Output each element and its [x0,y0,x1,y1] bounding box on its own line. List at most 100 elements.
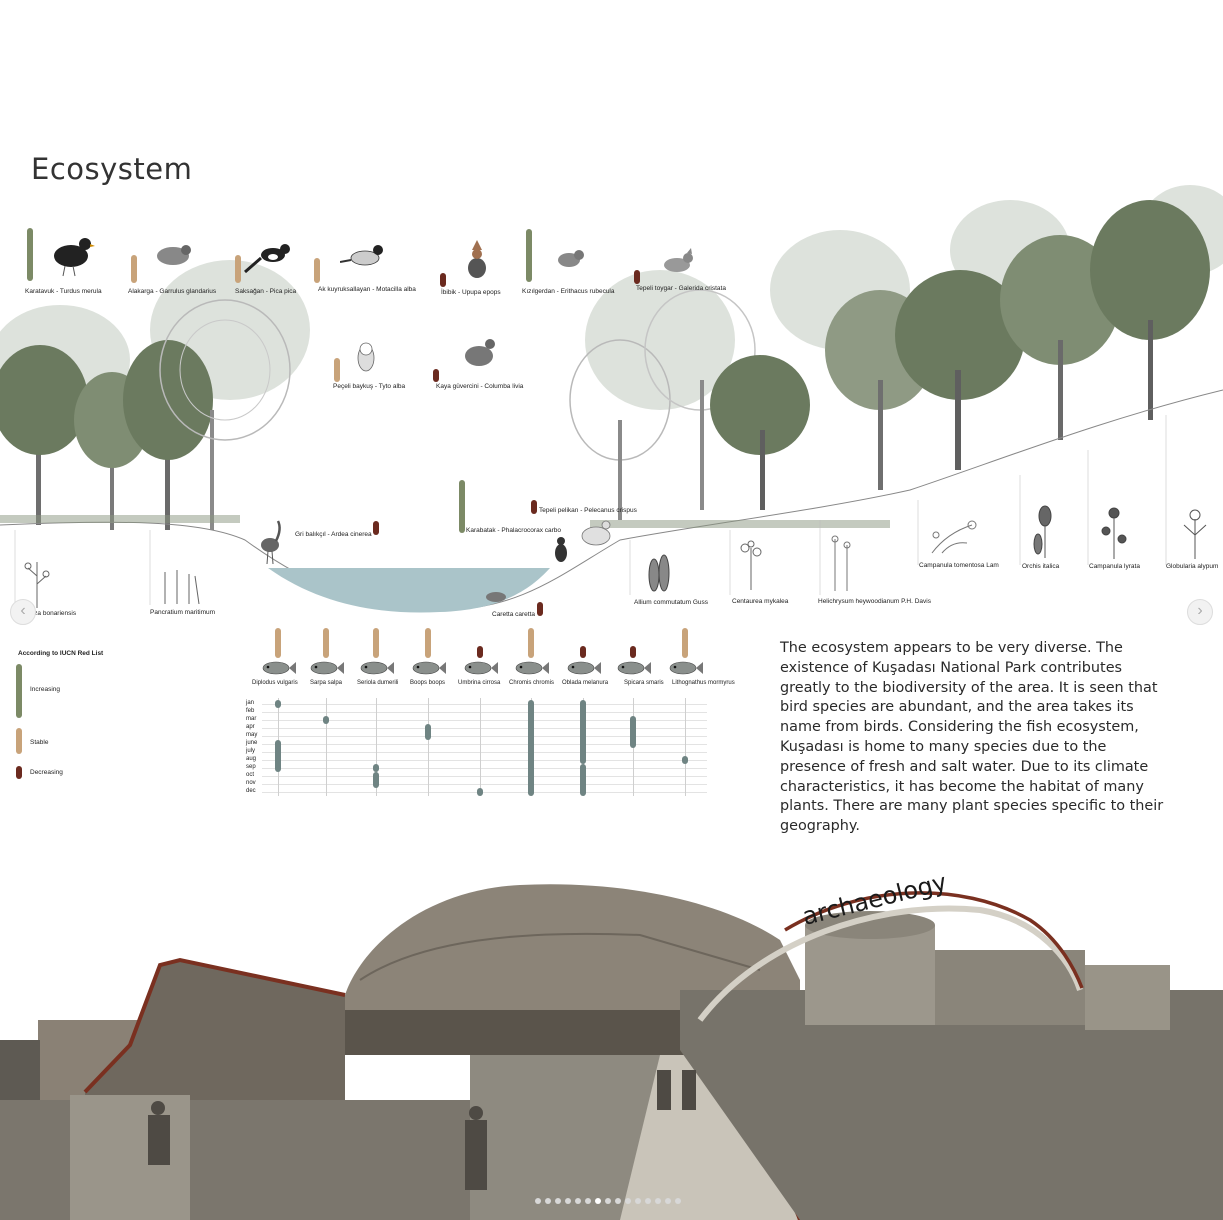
month-label: nov [246,780,256,786]
carousel-dot[interactable] [655,1198,661,1204]
fish-status-bar [323,628,329,658]
bird-status-bar [314,258,320,283]
fish-season-bar [275,700,281,708]
carousel-dot[interactable] [625,1198,631,1204]
plant-label: Orchis italica [1022,563,1060,570]
cormorant-icon [555,537,567,562]
carousel-dot[interactable] [545,1198,551,1204]
water-bird-label: Karabatak - Phalacrocorax carbo [466,527,562,534]
pigeon-icon [465,339,495,366]
fish-label: Oblada melanura [562,680,609,686]
fish-icon [567,661,601,675]
fish-label: Chromis chromis [509,680,555,686]
hoopoe-icon [468,240,486,278]
heron-icon [261,520,281,565]
carousel-dot[interactable] [595,1198,601,1204]
month-gridline [262,720,707,721]
carousel-dot[interactable] [675,1198,681,1204]
page-title: Ecosystem [31,152,193,186]
bird-label: Alakarga - Garrulus glandarius [128,288,217,295]
carousel-dot[interactable] [635,1198,641,1204]
carousel-dot[interactable] [665,1198,671,1204]
month-label: sep [246,764,256,770]
carousel-dot[interactable] [615,1198,621,1204]
carousel-dot[interactable] [555,1198,561,1204]
ecosystem-landscape [0,185,1223,613]
fish-season-bar [630,716,636,748]
month-gridline [262,760,707,761]
bird-status-bar [433,369,439,382]
water-bird-status-bar [373,521,379,535]
fish-label: Lithognathus mormyrus [672,680,735,686]
magpie-icon [244,244,290,274]
month-label: june [246,740,258,746]
fish-status-bar [425,628,431,658]
plant-sketch-icon [24,562,50,608]
fish-status-bar [275,628,281,658]
bird-label: Kızılgerdan - Erithacus rubecula [522,288,615,295]
fish-season-bar [275,740,281,772]
month-label: aug [246,756,257,762]
bird-label: Ak kuyruksallayan - Motacilla alba [318,286,416,293]
fish-season-bar [425,724,431,740]
plant-sketch-icon [1033,505,1052,558]
fish-icon [412,661,446,675]
fish-status-bar [373,628,379,658]
fish-season-bar [373,764,379,772]
fish-icon [360,661,394,675]
carousel-dot[interactable] [575,1198,581,1204]
month-gridline [262,736,707,737]
fish-season-bar [682,756,688,764]
carousel-dot[interactable] [585,1198,591,1204]
month-label: dec [246,788,256,794]
carousel-dot[interactable] [535,1198,541,1204]
carousel-next-button[interactable]: › [1187,599,1213,625]
month-gridline [262,784,707,785]
month-gridline [262,752,707,753]
plant-label: Helichrysum heywoodianum P.H. Davis [818,598,931,605]
fish-label: Spicara smaris [624,680,664,686]
month-gridline [262,704,707,705]
bird-status-bar [634,270,640,284]
fish-season-bar [373,772,379,788]
month-gridline [262,744,707,745]
fish-guide-line [685,698,686,796]
wagtail-icon [340,245,383,266]
fish-guide-line [480,698,481,796]
plant-sketch-icon [1183,509,1207,559]
fish-guide-line [326,698,327,796]
plant-label: Campanula tomentosa Lam [919,562,999,569]
bird-label: Peçeli baykuş - Tyto alba [333,383,406,390]
plant-label: Globularia alypum [1166,563,1219,570]
carousel-dot[interactable] [645,1198,651,1204]
carousel-prev-button[interactable]: ‹ [10,599,36,625]
fish-icon [262,661,296,675]
month-label: jan [246,700,255,706]
fish-season-bar [323,716,329,724]
bird-status-bar [334,358,340,382]
legend-decreasing-label: Decreasing [30,769,63,776]
legend-stable-label: Stable [30,739,49,746]
bird-status-bar [440,273,446,287]
owl-icon [357,342,375,372]
water-bird-label: Tepeli pelikan - Pelecanus crispus [539,507,637,514]
bird-label: Karatavuk - Turdus merula [25,288,102,295]
legend-increasing-swatch [16,664,22,718]
fish-season-bar [477,788,483,796]
fish-season-bar [528,700,534,796]
month-gridline [262,728,707,729]
fish-label: Diplodus vulgaris [252,680,298,686]
plant-label: Pancratium maritimum [150,609,216,616]
carousel-dot[interactable] [565,1198,571,1204]
carousel-dot[interactable] [605,1198,611,1204]
bird-status-bar [235,255,241,283]
bird-status-bar [526,229,532,282]
fish-icon [669,661,703,675]
fish-status-bar [630,646,636,658]
plant-sketch-icon [648,554,670,592]
month-gridline [262,776,707,777]
bird-status-bar [27,228,33,281]
water-bird-status-bar [537,602,543,616]
fish-status-bar [682,628,688,658]
